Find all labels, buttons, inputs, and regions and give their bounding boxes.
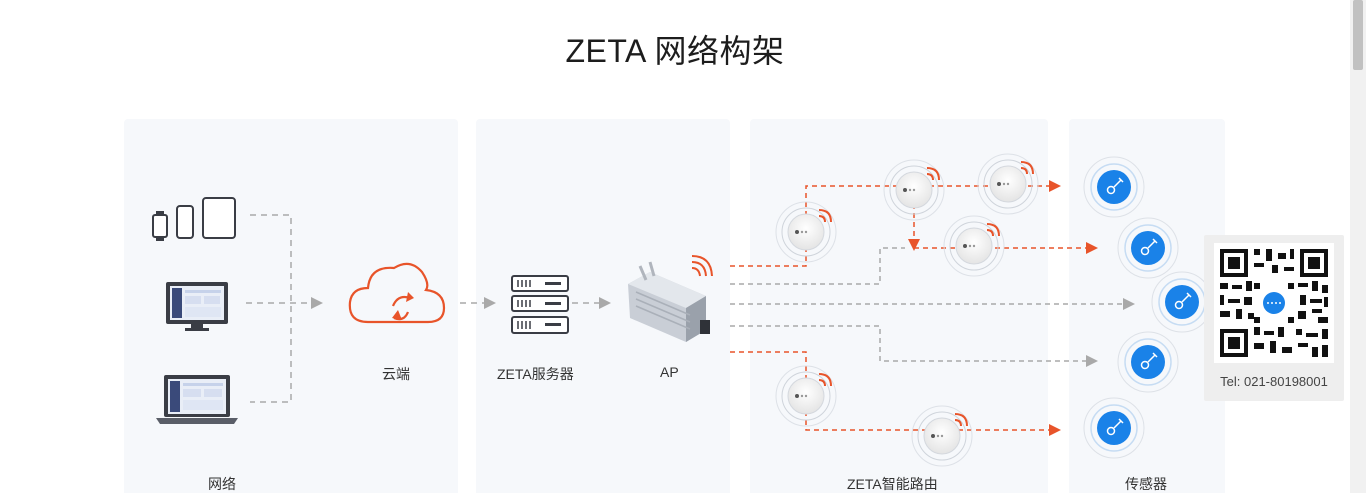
laptop-icon bbox=[156, 375, 238, 424]
gray-routes bbox=[730, 247, 1135, 367]
ap-device-icon bbox=[628, 255, 713, 342]
qr-code-icon bbox=[1214, 243, 1334, 363]
router-node-icon bbox=[883, 159, 945, 221]
cloud-label: 云端 bbox=[382, 366, 410, 382]
routing-panel-label: ZETA智能路由 bbox=[847, 476, 938, 492]
page-scrollbar[interactable] bbox=[1350, 0, 1366, 493]
network-panel-label: 网络 bbox=[208, 476, 236, 492]
router-node-icon bbox=[775, 365, 837, 427]
sensor-panel-label: 传感器 bbox=[1125, 476, 1167, 492]
orange-routes bbox=[730, 180, 1098, 436]
server-icon bbox=[511, 275, 569, 334]
router-nodes bbox=[775, 153, 1039, 467]
router-node-icon bbox=[775, 201, 837, 263]
scroll-thumb[interactable] bbox=[1353, 0, 1363, 70]
router-node-icon bbox=[943, 215, 1005, 277]
sensor-icon bbox=[1151, 271, 1213, 333]
sensor-icon bbox=[1083, 156, 1145, 218]
device-connectors bbox=[246, 214, 611, 403]
sensors bbox=[1083, 156, 1213, 459]
contact-phone: Tel: 021-80198001 bbox=[1220, 374, 1328, 389]
router-node-icon bbox=[911, 405, 973, 467]
tablet-icon bbox=[202, 197, 236, 239]
sensor-icon bbox=[1117, 331, 1179, 393]
watch-icon bbox=[152, 211, 168, 241]
sensor-icon bbox=[1083, 397, 1145, 459]
sensor-panel: 传感器 bbox=[1069, 119, 1225, 493]
monitor-icon bbox=[166, 282, 228, 331]
sensor-icon bbox=[1117, 217, 1179, 279]
qr-contact-widget[interactable]: Tel: 021-80198001 bbox=[1204, 235, 1344, 401]
router-node-icon bbox=[977, 153, 1039, 215]
server-label: ZETA服务器 bbox=[497, 366, 574, 382]
ap-label: AP bbox=[660, 364, 679, 380]
page-title: ZETA 网络构架 bbox=[565, 33, 785, 69]
phone-icon bbox=[176, 205, 194, 239]
